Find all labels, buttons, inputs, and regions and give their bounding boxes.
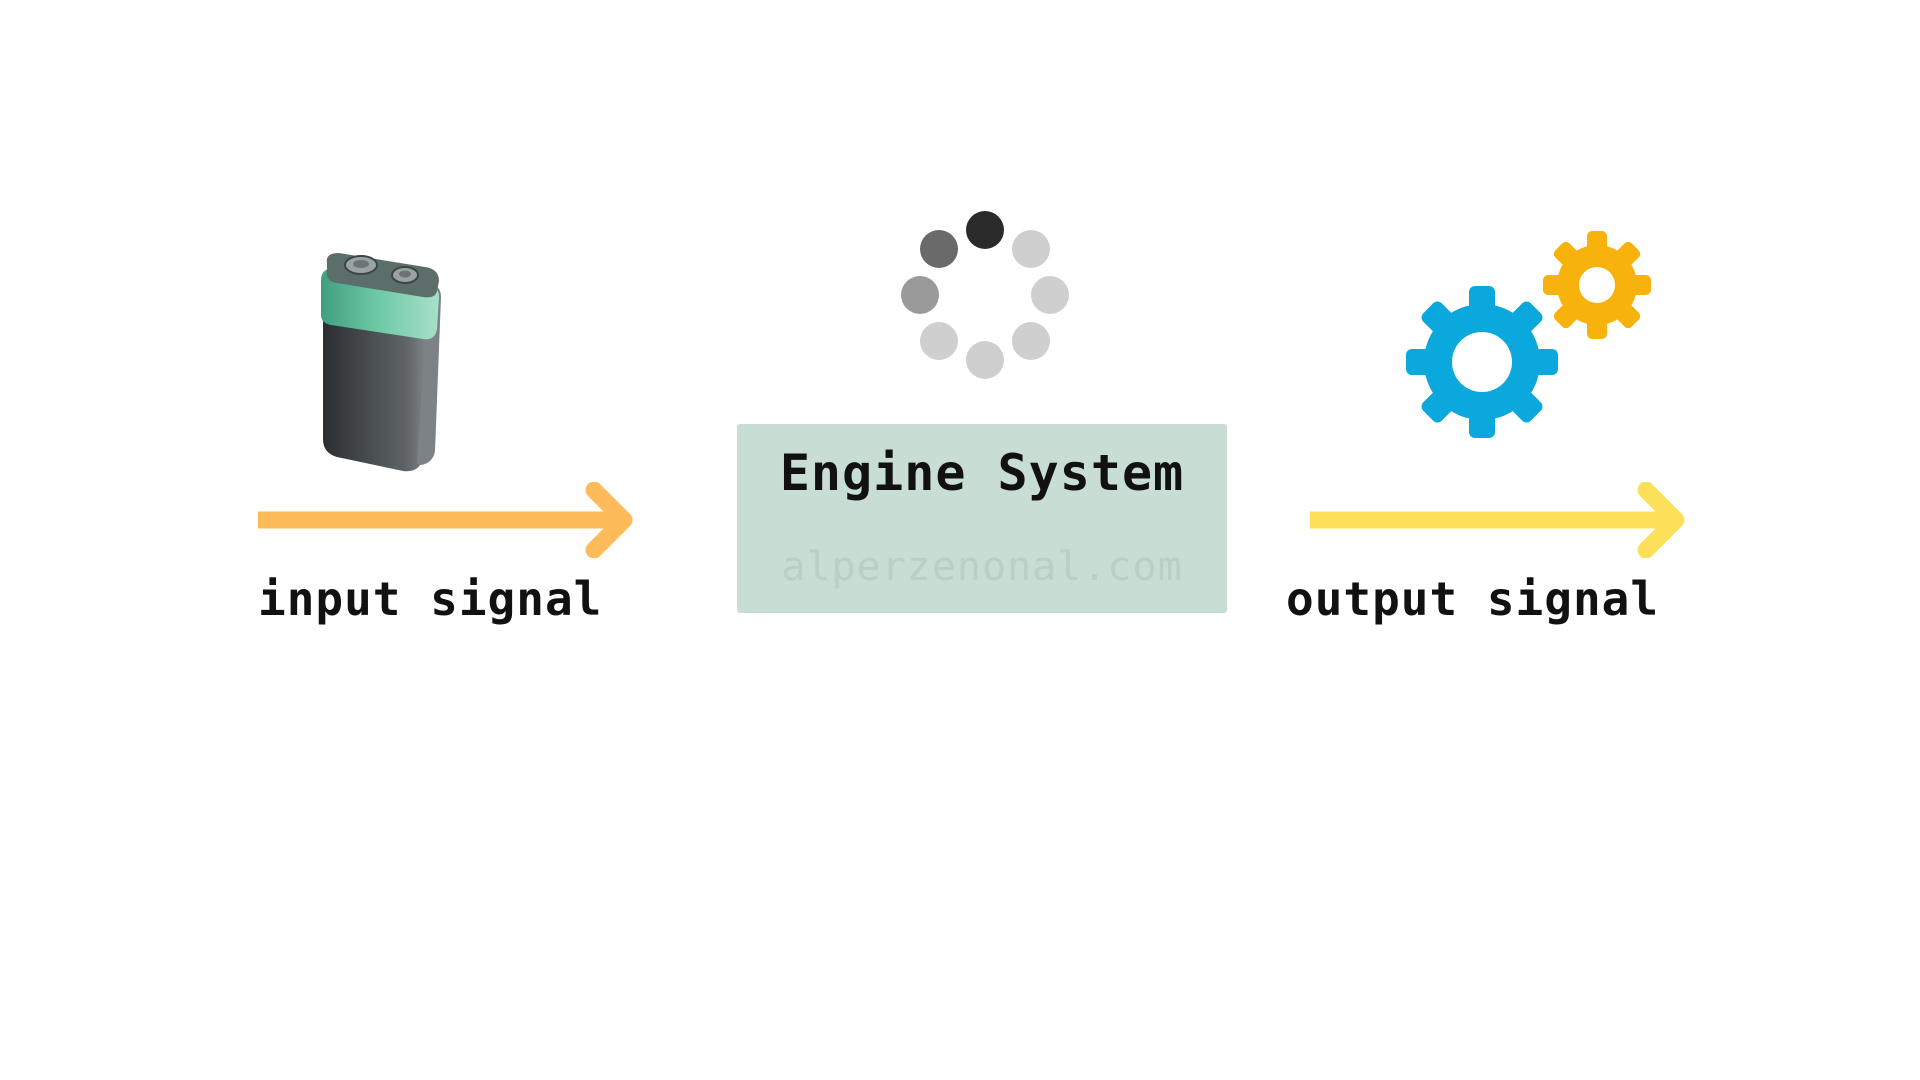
gears-icon <box>1406 231 1651 438</box>
output-arrow <box>1310 482 1685 558</box>
watermark: alperzenonal.com <box>781 544 1183 590</box>
loading-spinner-icon <box>901 211 1069 379</box>
output-signal-label: output signal <box>1286 572 1660 626</box>
battery-icon <box>321 253 441 472</box>
gear-large-icon <box>1406 286 1558 438</box>
engine-system-title: Engine System <box>779 444 1185 502</box>
engine-system-box: Engine System alperzenonal.com <box>737 424 1227 613</box>
gear-small-icon <box>1543 231 1651 339</box>
input-signal-label: input signal <box>258 572 603 626</box>
input-arrow <box>258 482 633 558</box>
